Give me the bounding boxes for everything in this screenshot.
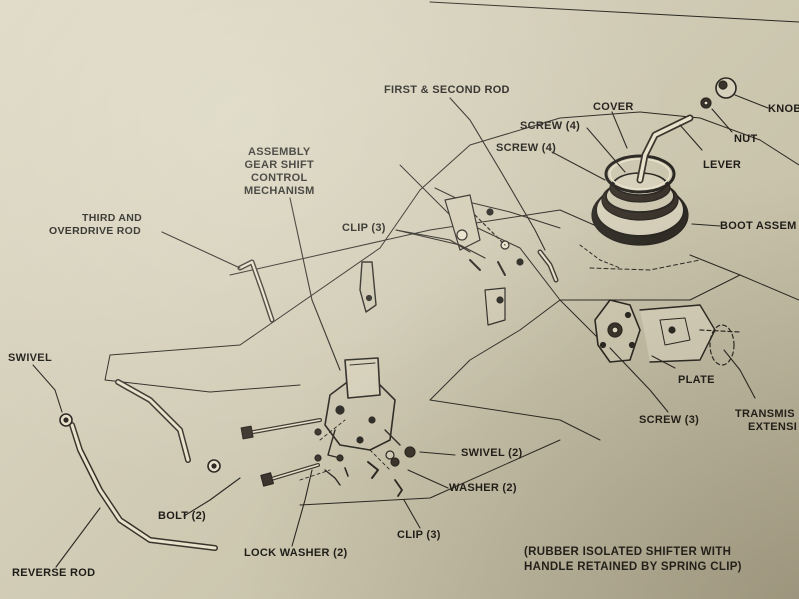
transmission-plate [594,299,641,363]
label-lock-washer-2: LOCK WASHER (2) [244,547,348,559]
third-overdrive-rod [237,259,275,323]
assembly-dash-lines [299,419,391,481]
transmission-line-2: EXTENSI [748,421,798,433]
assembly-line-4: MECHANISM [244,185,315,197]
shift-lever [636,114,694,184]
note-rubber-isolated-shifter: (RUBBER ISOLATED SHIFTER WITH HANDLE RET… [524,545,742,575]
clip-parts-lower [344,467,403,497]
assembly-line-3: CONTROL [251,172,308,184]
washer-parts [207,428,416,473]
label-plate: PLATE [678,374,715,386]
note-line-1: (RUBBER ISOLATED SHIFTER WITH [524,546,732,558]
label-washer-2: WASHER (2) [449,482,517,494]
knob-part [715,77,737,99]
label-third-overdrive-rod: THIRD AND OVERDRIVE ROD [48,212,142,238]
label-gear-shift-assembly: ASSEMBLY GEAR SHIFT CONTROL MECHANISM [244,146,315,198]
label-clip-3-upper: CLIP (3) [342,222,386,234]
label-clip-3-lower: CLIP (3) [397,529,441,541]
label-screw-3: SCREW (3) [639,414,700,426]
transmission-line-1: TRANSMIS [735,408,795,420]
transmission-extension [639,304,741,366]
third-overdrive-line-1: THIRD AND [82,212,143,224]
first-second-rod [537,249,559,283]
label-transmission-extension: TRANSMIS EXTENSI [735,408,797,434]
page-edge-line [429,1,799,23]
label-cover: COVER [593,101,634,113]
floor-pan-outline [104,111,799,506]
label-swivel-2: SWIVEL (2) [461,447,523,459]
label-reverse-rod: REVERSE ROD [12,567,96,579]
swivel-pins [324,450,395,486]
label-screw-4-lower: SCREW (4) [496,142,557,154]
label-bolt-2: BOLT (2) [158,510,207,522]
third-overdrive-line-2: OVERDRIVE ROD [49,225,142,237]
label-lever: LEVER [703,159,742,171]
reverse-rod [69,422,218,551]
assembly-line-2: GEAR SHIFT [244,159,315,171]
label-first-second-rod: FIRST & SECOND ROD [384,84,510,96]
boot-assembly [591,154,689,246]
leader-lines [32,94,769,568]
label-swivel: SWIVEL [8,352,52,364]
label-screw-4-upper: SCREW (4) [520,120,581,132]
center-bracket [444,194,524,326]
label-knob: KNOB [768,103,799,115]
middle-shift-rod [115,379,191,463]
bolt-parts [240,418,322,487]
label-nut: NUT [734,133,758,145]
assembly-line-1: ASSEMBLY [248,146,311,158]
label-boot-assembly: BOOT ASSEM [720,220,797,232]
note-line-2: HANDLE RETAINED BY SPRING CLIP) [524,561,742,573]
